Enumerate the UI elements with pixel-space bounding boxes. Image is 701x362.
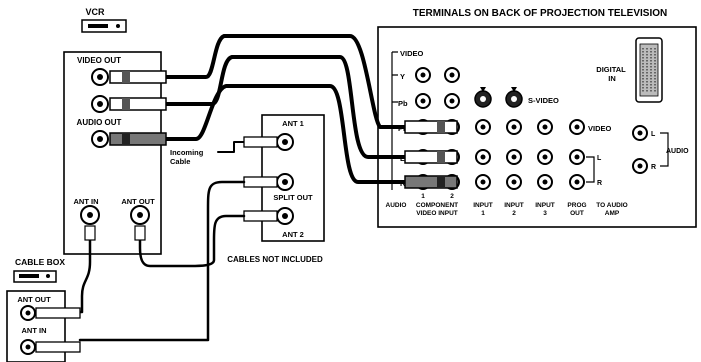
svg-text:2: 2 <box>512 210 516 217</box>
tv-video-label: VIDEO <box>400 49 424 58</box>
audio-out-r-label: R <box>597 180 602 187</box>
svg-text:INPUT: INPUT <box>473 202 493 209</box>
cable-box-f-connectors <box>35 307 81 353</box>
digital-in-label: DIGITAL IN <box>596 65 627 83</box>
svg-text:TO AUDIO: TO AUDIO <box>596 202 627 209</box>
audio-in-jacks <box>632 125 648 174</box>
svg-text:AUDIO: AUDIO <box>386 202 407 209</box>
rca-cables <box>164 34 457 184</box>
incoming-cable-label: Incoming Cable <box>170 148 205 166</box>
svg-text:INPUT: INPUT <box>504 202 524 209</box>
splitter-f-connectors <box>243 136 278 222</box>
svg-text:1: 1 <box>481 210 485 217</box>
vcr-ant-in-label: ANT IN <box>74 197 99 206</box>
svg-text:2: 2 <box>450 193 454 200</box>
cable-box-ant-out-label: ANT OUT <box>17 295 51 304</box>
audio-in-label: AUDIO <box>666 148 689 155</box>
vcr-title: VCR <box>85 7 105 17</box>
tv-video-right-label: VIDEO <box>588 124 612 133</box>
cable-box-ant-in-label: ANT IN <box>22 326 47 335</box>
svg-text:VIDEO INPUT: VIDEO INPUT <box>416 210 458 217</box>
audio-out-l-label: L <box>597 155 602 162</box>
splitter-ant2-label: ANT 2 <box>282 230 304 239</box>
vcr-jacks <box>91 68 109 148</box>
vcr-ant-out-label: ANT OUT <box>121 197 155 206</box>
svg-text:INPUT: INPUT <box>535 202 555 209</box>
tv-y-label: Y <box>400 72 405 81</box>
incoming-cable-line <box>217 141 249 153</box>
tv-pb-label: Pb <box>398 99 408 108</box>
splitter-ant1-label: ANT 1 <box>282 119 304 128</box>
svg-text:PROG: PROG <box>567 202 586 209</box>
dvi-connector <box>635 37 663 103</box>
cables-not-included-note: CABLES NOT INCLUDED <box>227 255 323 264</box>
s-video-label: S-VIDEO <box>528 96 559 105</box>
s-video-jacks <box>474 87 523 108</box>
tv-rca-jacks <box>415 67 585 190</box>
cable-box-icon <box>13 270 57 283</box>
tv-bottom-labels: AUDIO 1 2 COMPONENT VIDEO INPUT INPUT 1 … <box>386 193 628 217</box>
svg-text:1: 1 <box>421 193 425 200</box>
vcr-ant-jacks <box>80 205 150 225</box>
audio-in-r-label: R <box>651 164 656 171</box>
cable-box-title: CABLE BOX <box>15 257 65 267</box>
tv-panel-title: TERMINALS ON BACK OF PROJECTION TELEVISI… <box>413 8 667 19</box>
vcr-video-out-label: VIDEO OUT <box>77 56 121 65</box>
coax-cables <box>76 180 246 342</box>
splitter-split-out-label: SPLIT OUT <box>273 193 313 202</box>
cable-box-jacks <box>20 305 36 355</box>
svg-text:AMP: AMP <box>605 210 620 217</box>
tv-plugs <box>404 120 458 189</box>
audio-out-bracket <box>586 156 595 183</box>
vcr-plugs <box>109 70 167 146</box>
svg-text:OUT: OUT <box>570 210 584 217</box>
vcr-audio-out-label: AUDIO OUT <box>77 118 122 127</box>
svg-text:3: 3 <box>543 210 547 217</box>
splitter-jacks <box>276 133 294 225</box>
coax-plugs <box>84 225 146 241</box>
vcr-icon <box>81 19 127 33</box>
audio-in-l-label: L <box>651 131 656 138</box>
svg-text:COMPONENT: COMPONENT <box>416 202 458 209</box>
